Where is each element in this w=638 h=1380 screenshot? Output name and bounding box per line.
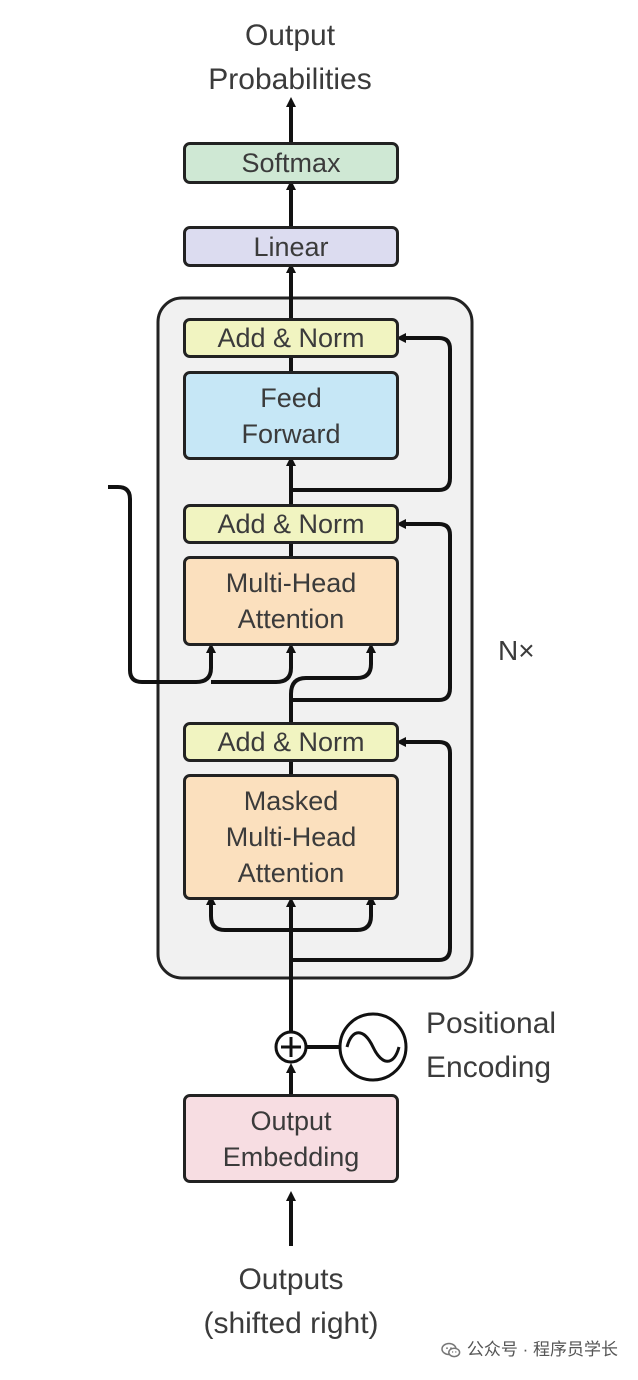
masked-multi-head-attention-block: Masked Multi-Head Attention [183,774,399,900]
residual-arrow-middle [291,519,452,702]
encoder-input-center-arrow [211,643,296,684]
repeat-count-label: N× [498,635,535,666]
add-norm-top-block: Add & Norm [183,318,399,358]
add-norm-middle-block: Add & Norm [183,504,399,544]
multi-head-attention-block: Multi-Head Attention [183,556,399,646]
flow-arrow-to-cross-attention-query [289,643,376,722]
encoder-input-arrow [108,485,216,684]
output-probabilities-label: Output Probabilities [208,19,372,96]
residual-arrow-top [291,333,452,492]
residual-arrow-bottom [291,737,452,962]
outputs-shifted-right-label: Outputs (shifted right) [203,1263,379,1340]
masked-attention-left-branch [206,895,291,932]
wechat-icon [441,1342,461,1358]
sine-wave-curve [345,1031,401,1063]
watermark: 公众号 · 程序员学长 [441,1338,618,1362]
positional-encoding-label: Positional Encoding [426,1007,557,1084]
feed-forward-block: Feed Forward [183,371,399,460]
add-norm-bottom-block: Add & Norm [183,722,399,762]
output-embedding-block: Output Embedding [183,1094,399,1183]
linear-block: Linear [183,226,399,267]
masked-attention-right-branch [291,895,376,932]
softmax-block: Softmax [183,142,399,184]
watermark-text: 公众号 · 程序员学长 [466,1340,618,1359]
